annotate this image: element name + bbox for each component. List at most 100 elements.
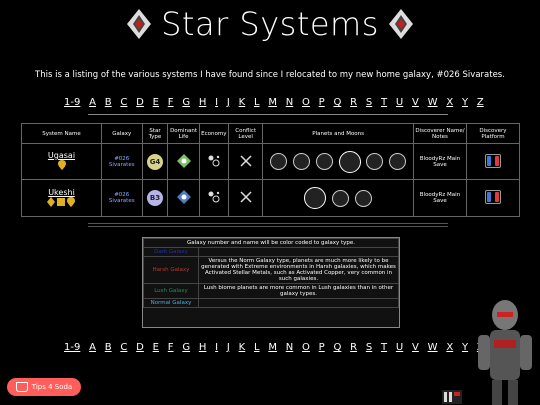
alpha-link[interactable]: Y bbox=[461, 342, 469, 353]
alpha-link[interactable]: M bbox=[268, 97, 277, 108]
column-header: Planets and Moons bbox=[262, 123, 414, 144]
alpha-link[interactable]: C bbox=[120, 97, 128, 108]
alpha-link[interactable]: M bbox=[268, 342, 277, 353]
alpha-link[interactable]: I bbox=[215, 97, 219, 108]
alpha-link[interactable]: S bbox=[365, 97, 373, 108]
vykeen-diamond-icon bbox=[176, 190, 191, 204]
alpha-link[interactable]: 1-9 bbox=[64, 342, 81, 353]
alpha-link[interactable]: O bbox=[302, 342, 310, 353]
alpha-link[interactable]: R bbox=[350, 97, 358, 108]
atlas-diamond-icon bbox=[388, 9, 413, 39]
alpha-link[interactable]: V bbox=[412, 97, 419, 108]
alpha-link[interactable]: A bbox=[89, 342, 96, 353]
alpha-link[interactable]: K bbox=[238, 97, 246, 108]
alpha-link[interactable]: U bbox=[395, 97, 404, 108]
alpha-link[interactable]: O bbox=[302, 97, 310, 108]
column-header: Discoverer Name/ Notes bbox=[412, 123, 467, 144]
switch-console-icon bbox=[484, 190, 501, 204]
divider bbox=[88, 114, 448, 115]
platform-cell bbox=[465, 179, 521, 217]
table-row: Ugasai #026 Sivarates G4 BloodyRz Main S… bbox=[21, 143, 521, 180]
alpha-link[interactable]: F bbox=[167, 97, 174, 108]
star-type-cell: B3 bbox=[141, 179, 169, 217]
alpha-link[interactable]: N bbox=[285, 97, 294, 108]
alpha-link[interactable]: G bbox=[182, 97, 191, 108]
alpha-link[interactable]: P bbox=[318, 97, 325, 108]
column-header: System Name bbox=[21, 123, 102, 144]
planet-icon bbox=[366, 153, 384, 170]
alpha-link[interactable]: E bbox=[152, 342, 159, 353]
system-name-cell: Ugasai bbox=[21, 143, 102, 180]
alpha-link[interactable]: L bbox=[253, 342, 260, 353]
system-name-cell: Ukeshi bbox=[21, 179, 102, 217]
alpha-link[interactable]: U bbox=[395, 342, 404, 353]
planets-cell bbox=[262, 143, 414, 180]
planet-icon bbox=[332, 189, 350, 207]
alpha-link[interactable]: J bbox=[226, 342, 230, 353]
alpha-link[interactable]: X bbox=[446, 97, 454, 108]
alpha-link[interactable]: K bbox=[238, 342, 246, 353]
alpha-link[interactable]: T bbox=[381, 97, 388, 108]
alpha-link[interactable]: 1-9 bbox=[64, 97, 81, 108]
alpha-link[interactable]: D bbox=[136, 97, 144, 108]
feature-icons bbox=[46, 196, 75, 207]
intro-text: This is a listing of the various systems… bbox=[35, 70, 505, 80]
alpha-link[interactable]: B bbox=[104, 342, 112, 353]
alpha-link[interactable]: E bbox=[152, 97, 159, 108]
alpha-link[interactable]: C bbox=[120, 342, 128, 353]
planet-icon bbox=[354, 189, 372, 207]
alpha-link[interactable]: X bbox=[446, 342, 454, 353]
tips-button[interactable]: Tips 4 Soda bbox=[7, 378, 81, 396]
alpha-link[interactable]: S bbox=[365, 342, 373, 353]
site-badge-icon bbox=[442, 390, 462, 404]
alpha-link[interactable]: Q bbox=[333, 97, 342, 108]
alpha-link[interactable]: A bbox=[89, 97, 96, 108]
alpha-link[interactable]: T bbox=[381, 342, 388, 353]
alpha-link[interactable]: D bbox=[136, 342, 144, 353]
crossed-swords-icon bbox=[240, 191, 252, 203]
alpha-link[interactable]: V bbox=[412, 342, 419, 353]
economy-icon bbox=[208, 191, 220, 203]
conflict-cell bbox=[228, 179, 264, 217]
galaxy-legend: Galaxy number and name will be color cod… bbox=[142, 237, 400, 328]
alpha-link[interactable]: B bbox=[104, 97, 112, 108]
galaxy-cell: #026 Sivarates bbox=[101, 143, 143, 180]
gek-diamond-icon bbox=[176, 153, 191, 168]
alpha-link[interactable]: W bbox=[427, 342, 438, 353]
legend-note bbox=[198, 298, 399, 308]
legend-note bbox=[198, 247, 399, 257]
alpha-link[interactable]: G bbox=[182, 342, 191, 353]
planet-icon bbox=[315, 153, 333, 170]
alpha-link[interactable]: F bbox=[167, 342, 174, 353]
economy-icon bbox=[208, 155, 220, 166]
system-link[interactable]: Ugasai bbox=[47, 151, 76, 160]
economy-cell bbox=[198, 179, 230, 217]
tips-label: Tips 4 Soda bbox=[31, 383, 73, 391]
alpha-link[interactable]: N bbox=[285, 342, 294, 353]
alpha-link[interactable]: L bbox=[253, 97, 260, 108]
alpha-link[interactable]: H bbox=[198, 97, 207, 108]
alpha-link[interactable]: I bbox=[215, 342, 219, 353]
alpha-link[interactable]: Z bbox=[476, 97, 484, 108]
conflict-cell bbox=[228, 143, 264, 180]
alpha-link[interactable]: P bbox=[318, 342, 325, 353]
page-title: Star Systems bbox=[161, 5, 379, 43]
table-header-row: System Name Galaxy Star Type Dominant Li… bbox=[21, 123, 521, 144]
alpha-link[interactable]: J bbox=[226, 97, 230, 108]
cup-icon bbox=[15, 382, 28, 392]
alpha-link[interactable]: H bbox=[198, 342, 207, 353]
discoverer-cell: BloodyRz Main Save bbox=[412, 179, 467, 217]
legend-galaxy-type: Harsh Galaxy bbox=[143, 256, 199, 284]
legend-galaxy-type: Dark Galaxy bbox=[143, 247, 199, 257]
alpha-link[interactable]: Q bbox=[333, 342, 342, 353]
system-link[interactable]: Ukeshi bbox=[48, 187, 75, 197]
planet-icon bbox=[293, 153, 311, 170]
alpha-link[interactable]: R bbox=[350, 342, 358, 353]
galaxy-cell: #026 Sivarates bbox=[101, 179, 143, 217]
page-header: Star Systems bbox=[0, 4, 540, 44]
atlas-diamond-icon bbox=[127, 9, 152, 39]
planets-cell bbox=[262, 179, 414, 217]
alpha-link[interactable]: Y bbox=[461, 97, 469, 108]
alpha-link[interactable]: W bbox=[427, 97, 438, 108]
platform-cell bbox=[465, 143, 521, 180]
